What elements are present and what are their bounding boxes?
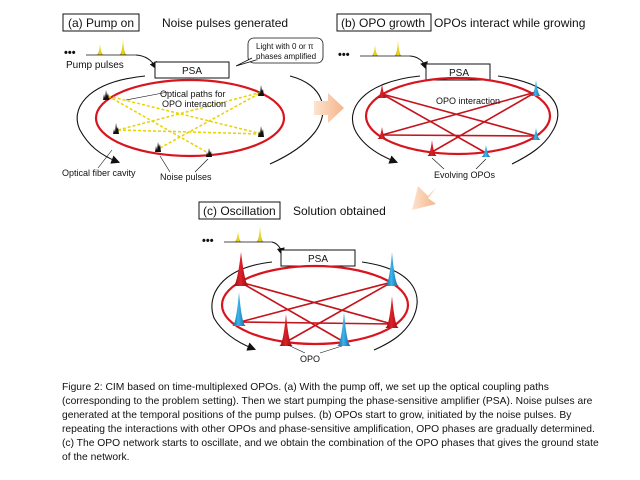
pump-arrow (135, 54, 157, 70)
callout-line-2: phases amplified (256, 52, 316, 61)
rotation-arrow-right (497, 75, 559, 165)
panel-b: (b) OPO growth OPOs interact while growi… (336, 13, 585, 180)
fiber-cavity-ring-a (94, 78, 286, 158)
pump-pulse (256, 226, 264, 242)
caption-line: generated at the temporal positions of t… (62, 410, 572, 421)
evolving-opos (377, 80, 541, 157)
opo-pulse (337, 312, 351, 346)
opo-interaction-paths (381, 91, 537, 154)
psa-callout (247, 37, 324, 64)
pump-pulse (394, 40, 402, 56)
fiber-cavity-ring-b (364, 76, 552, 156)
psa-box-a (154, 61, 230, 79)
opo-coupling-paths (239, 281, 393, 343)
opo-pulse (385, 296, 399, 328)
opo-pulse (531, 80, 541, 96)
opo-pulse (427, 140, 437, 156)
pump-pulse (96, 44, 104, 55)
opo-pulse (232, 292, 246, 326)
opo-interaction-label: OPO interaction (436, 96, 500, 106)
noise-label: Noise pulses (160, 172, 212, 182)
opo-pulse (385, 252, 399, 286)
opo-pulse (233, 252, 249, 286)
caption-line: of the network. (62, 452, 130, 463)
caption-line: repeating the interactions with other OP… (62, 424, 595, 435)
panel-b-title-box (336, 13, 432, 32)
opo-pulse (377, 127, 387, 139)
cavity-label: Optical fiber cavity (62, 168, 136, 178)
fiber-cavity-ring-c (220, 264, 410, 346)
panel-c-title-box (198, 201, 281, 220)
opo-pulse (279, 314, 293, 346)
panel-b-heading: OPOs interact while growing (434, 16, 585, 30)
panel-c-dots: ••• (202, 235, 214, 247)
oscillating-opos (232, 252, 399, 346)
panel-a: (a) Pump on Noise pulses generated ••• P… (62, 13, 324, 182)
noise-pulses (103, 85, 264, 157)
opo-pulse (481, 145, 491, 157)
transition-arrow-bc (412, 186, 436, 210)
callout-line-1: Light with 0 or π (256, 42, 314, 51)
caption-line: (corresponding to the problem setting). … (62, 396, 593, 407)
psa-label-a: PSA (182, 66, 202, 77)
panel-a-title: (a) Pump on (68, 16, 134, 30)
panel-c: (c) Oscillation Solution obtained ••• PS… (198, 201, 418, 364)
panel-a-title-box (62, 13, 140, 32)
rotation-arrow-right (361, 261, 418, 351)
panel-c-heading: Solution obtained (293, 204, 386, 218)
opo-pulse (377, 84, 387, 98)
psa-box-b (425, 63, 491, 81)
opo-pulse (531, 128, 541, 140)
paths-label-1: Optical paths for (160, 89, 226, 99)
psa-label-b: PSA (449, 68, 469, 79)
panel-b-title: (b) OPO growth (341, 16, 425, 30)
pump-pulses-label: Pump pulses (66, 60, 124, 71)
caption-line: Figure 2: CIM based on time-multiplexed … (62, 382, 549, 393)
pump-pulse (119, 39, 127, 55)
evolving-opos-label: Evolving OPOs (434, 170, 496, 180)
panel-a-heading: Noise pulses generated (162, 16, 288, 30)
panel-b-dots: ••• (338, 49, 350, 61)
rotation-arrow-left (351, 75, 421, 164)
pump-pulse (234, 231, 242, 242)
psa-label-c: PSA (308, 254, 328, 265)
paths-label-2: OPO interaction (162, 99, 226, 109)
panel-c-title: (c) Oscillation (203, 204, 276, 218)
pump-pulse (371, 45, 379, 56)
figure-caption: Figure 2: CIM based on time-multiplexed … (62, 381, 632, 465)
panel-a-dots: ••• (64, 47, 76, 59)
rotation-arrow-right (269, 75, 324, 165)
transition-arrow-ab (314, 93, 344, 123)
optical-paths (107, 91, 263, 155)
rotation-arrow-left (76, 75, 146, 164)
caption-line: (c) The OPO network starts to oscillate,… (62, 438, 599, 449)
opo-label: OPO (300, 354, 320, 364)
